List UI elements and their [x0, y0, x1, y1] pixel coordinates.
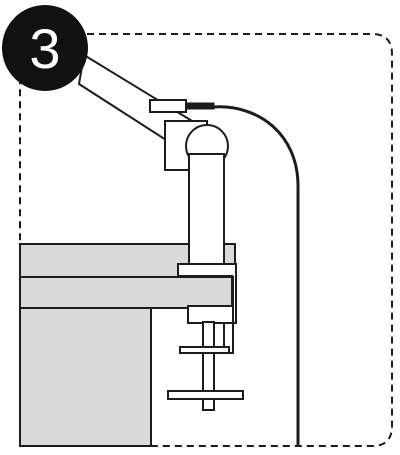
step-badge: 3	[2, 5, 88, 91]
cable	[212, 105, 300, 446]
cable-plug-icon	[149, 99, 187, 113]
clamp-screw-head	[179, 346, 230, 354]
clamp-handle	[167, 390, 244, 400]
cable-plug-tip	[185, 102, 215, 110]
desk-side	[19, 307, 152, 447]
step-number: 3	[29, 17, 61, 80]
clamp-screw	[202, 321, 215, 411]
vertical-post	[188, 153, 225, 273]
step-badge-circle	[2, 5, 88, 91]
desk-clamp-top	[177, 263, 237, 324]
